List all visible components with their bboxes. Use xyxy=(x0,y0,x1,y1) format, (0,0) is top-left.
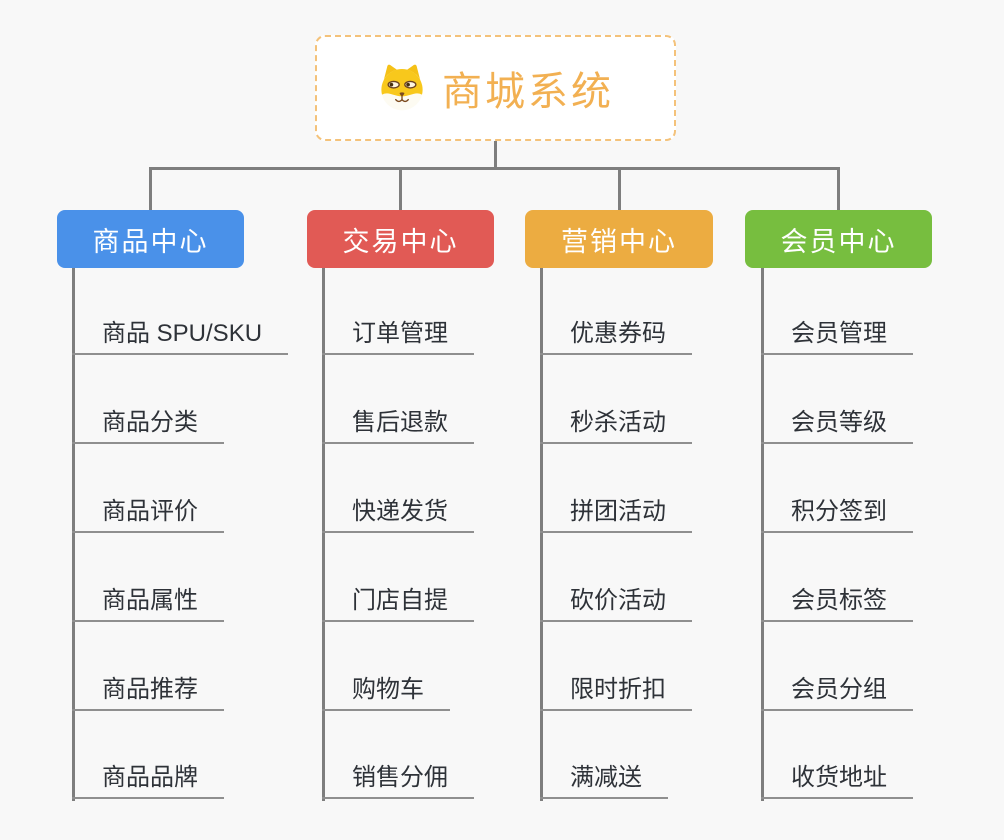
leaf-node-shipping-address[interactable]: 收货地址 xyxy=(761,763,913,799)
leaf-node-time-limited-discount[interactable]: 限时折扣 xyxy=(540,675,692,711)
connector-trunk-branch-2 xyxy=(322,268,325,801)
branch-node-trade-center[interactable]: 交易中心 xyxy=(307,210,494,268)
connector-horizontal-bar xyxy=(149,167,840,170)
leaf-node-order-management[interactable]: 订单管理 xyxy=(322,319,474,355)
branch-node-marketing-center[interactable]: 营销中心 xyxy=(525,210,713,268)
connector-drop-branch-3 xyxy=(618,167,621,210)
leaf-node-product-spu-sku[interactable]: 商品 SPU/SKU xyxy=(72,319,289,355)
leaf-node-member-management[interactable]: 会员管理 xyxy=(761,319,913,355)
leaf-node-product-attribute[interactable]: 商品属性 xyxy=(72,586,224,622)
leaf-node-aftersale-refund[interactable]: 售后退款 xyxy=(322,408,474,444)
leaf-node-points-checkin[interactable]: 积分签到 xyxy=(761,497,913,533)
connector-trunk-branch-4 xyxy=(761,268,764,801)
leaf-node-shopping-cart[interactable]: 购物车 xyxy=(322,675,450,711)
leaf-node-product-recommend[interactable]: 商品推荐 xyxy=(72,675,224,711)
leaf-node-member-tag[interactable]: 会员标签 xyxy=(761,586,913,622)
branch-node-product-center[interactable]: 商品中心 xyxy=(57,210,244,268)
branch-node-member-center[interactable]: 会员中心 xyxy=(745,210,932,268)
connector-trunk-branch-1 xyxy=(72,268,75,801)
connector-trunk-branch-3 xyxy=(540,268,543,801)
leaf-node-product-brand[interactable]: 商品品牌 xyxy=(72,763,224,799)
leaf-node-bargain-activity[interactable]: 砍价活动 xyxy=(540,586,692,622)
connector-drop-branch-1 xyxy=(149,167,152,210)
leaf-node-member-level[interactable]: 会员等级 xyxy=(761,408,913,444)
dog-icon xyxy=(381,64,423,111)
root-title: 商城系统 xyxy=(442,70,614,114)
leaf-node-coupon-code[interactable]: 优惠券码 xyxy=(540,319,692,355)
leaf-node-product-category[interactable]: 商品分类 xyxy=(72,408,224,444)
leaf-node-sales-commission[interactable]: 销售分佣 xyxy=(322,763,474,799)
leaf-node-express-delivery[interactable]: 快递发货 xyxy=(322,497,474,533)
leaf-node-member-group[interactable]: 会员分组 xyxy=(761,675,913,711)
leaf-node-flash-sale[interactable]: 秒杀活动 xyxy=(540,408,692,444)
leaf-node-group-buy[interactable]: 拼团活动 xyxy=(540,497,692,533)
connector-drop-branch-2 xyxy=(399,167,402,210)
leaf-node-full-reduction[interactable]: 满减送 xyxy=(540,763,668,799)
root-node[interactable]: 商城系统 xyxy=(315,35,676,141)
leaf-node-store-pickup[interactable]: 门店自提 xyxy=(322,586,474,622)
connector-root-stub xyxy=(494,140,497,169)
connector-drop-branch-4 xyxy=(837,167,840,210)
leaf-node-product-review[interactable]: 商品评价 xyxy=(72,497,224,533)
